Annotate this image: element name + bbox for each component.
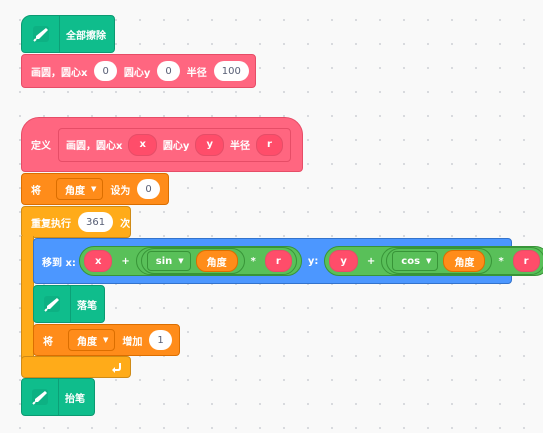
set-label: 将	[31, 185, 41, 197]
pen-up-block[interactable]: 抬笔	[21, 378, 95, 416]
repeat-label: 重复执行	[31, 218, 71, 230]
chevron-down-icon: ▼	[91, 185, 97, 193]
center-y-input[interactable]: 0	[157, 61, 180, 81]
define-label: 定义	[31, 141, 51, 152]
prototype-y-label: 圆心y	[162, 141, 190, 152]
pen-icon	[27, 20, 55, 48]
radius-label: 半径	[186, 67, 207, 79]
repeat-block-top[interactable]: 重复执行 361 次	[21, 206, 131, 238]
chevron-down-icon: ▼	[103, 336, 109, 344]
define-prototype[interactable]: 画圆，圆心x x 圆心y y 半径 r	[58, 127, 291, 162]
pen-down-label: 落笔	[77, 300, 97, 312]
change-variable-block[interactable]: 将 角度 ▼ 增加 1	[33, 324, 180, 356]
pen-down-block[interactable]: 落笔	[33, 285, 105, 323]
prototype-r-label: 半径	[229, 141, 250, 152]
sin-dropdown[interactable]: sin ▼	[146, 251, 191, 271]
goto-y-radius-arg[interactable]: r	[512, 250, 540, 272]
times-sign: *	[250, 255, 256, 267]
draw-circle-call-block[interactable]: 画圆，圆心x 0 圆心y 0 半径 100	[21, 54, 256, 88]
cos-function-name: cos	[401, 255, 421, 267]
radius-input[interactable]: 100	[213, 61, 249, 81]
arg-y[interactable]: y	[195, 133, 224, 156]
change-by-label: 增加	[122, 336, 143, 348]
sin-operator[interactable]: sin ▼ 角度	[140, 248, 245, 274]
add-operator-x[interactable]: x + sin ▼ 角度 * r	[78, 246, 302, 276]
arg-x[interactable]: x	[128, 133, 157, 156]
cos-dropdown[interactable]: cos ▼	[392, 251, 439, 271]
separator	[58, 379, 59, 415]
center-x-input[interactable]: 0	[94, 61, 117, 81]
chevron-down-icon: ▼	[178, 257, 184, 265]
plus-sign: +	[366, 255, 376, 267]
define-block[interactable]: 定义 画圆，圆心x x 圆心y y 半径 r	[21, 117, 303, 172]
cos-operator[interactable]: cos ▼ 角度	[386, 248, 493, 274]
add-operator-y[interactable]: y + cos ▼ 角度 * r	[324, 246, 543, 276]
pen-icon	[26, 383, 54, 411]
change-variable-dropdown[interactable]: 角度 ▼	[68, 329, 116, 351]
angle-reporter[interactable]: 角度	[195, 250, 238, 272]
chevron-down-icon: ▼	[426, 257, 432, 265]
angle-reporter[interactable]: 角度	[443, 250, 486, 272]
change-variable-name: 角度	[77, 336, 97, 348]
multiply-operator-y[interactable]: cos ▼ 角度 * r	[381, 247, 543, 275]
repeat-block-bottom	[21, 356, 131, 378]
loop-arrow-icon	[112, 363, 121, 373]
set-variable-name: 角度	[65, 185, 85, 197]
draw-circle-label: 画圆，圆心x	[31, 67, 88, 79]
prototype-label: 画圆，圆心x	[66, 141, 123, 152]
goto-xy-block[interactable]: 移到 x: x + sin ▼ 角度 * r y: y + cos ▼ 角度 * r	[33, 238, 543, 284]
pen-icon	[38, 290, 66, 318]
goto-x-radius-arg[interactable]: r	[264, 250, 292, 272]
change-value-input[interactable]: 1	[149, 330, 172, 350]
change-label: 将	[43, 336, 53, 348]
set-variable-block[interactable]: 将 角度 ▼ 设为 0	[21, 173, 169, 205]
goto-y-arg[interactable]: y	[329, 250, 358, 272]
repeat-times-label: 次	[120, 218, 131, 230]
set-variable-dropdown[interactable]: 角度 ▼	[56, 178, 104, 200]
set-to-label: 设为	[110, 185, 131, 197]
erase-all-block[interactable]: 全部擦除	[21, 15, 115, 53]
times-sign: *	[498, 255, 504, 267]
separator	[70, 286, 71, 322]
multiply-operator-x[interactable]: sin ▼ 角度 * r	[135, 247, 297, 275]
separator	[59, 16, 60, 52]
erase-all-label: 全部擦除	[66, 30, 106, 42]
arg-r[interactable]: r	[255, 133, 283, 156]
goto-x-arg[interactable]: x	[83, 250, 113, 272]
plus-sign: +	[121, 255, 130, 267]
center-y-label: 圆心y	[123, 67, 151, 79]
goto-y-label: y:	[307, 255, 319, 267]
repeat-count-input[interactable]: 361	[78, 212, 114, 232]
set-value-input[interactable]: 0	[137, 179, 160, 199]
goto-x-label: 移到 x:	[42, 257, 76, 269]
pen-up-label: 抬笔	[65, 393, 85, 405]
sin-function-name: sin	[155, 255, 173, 267]
